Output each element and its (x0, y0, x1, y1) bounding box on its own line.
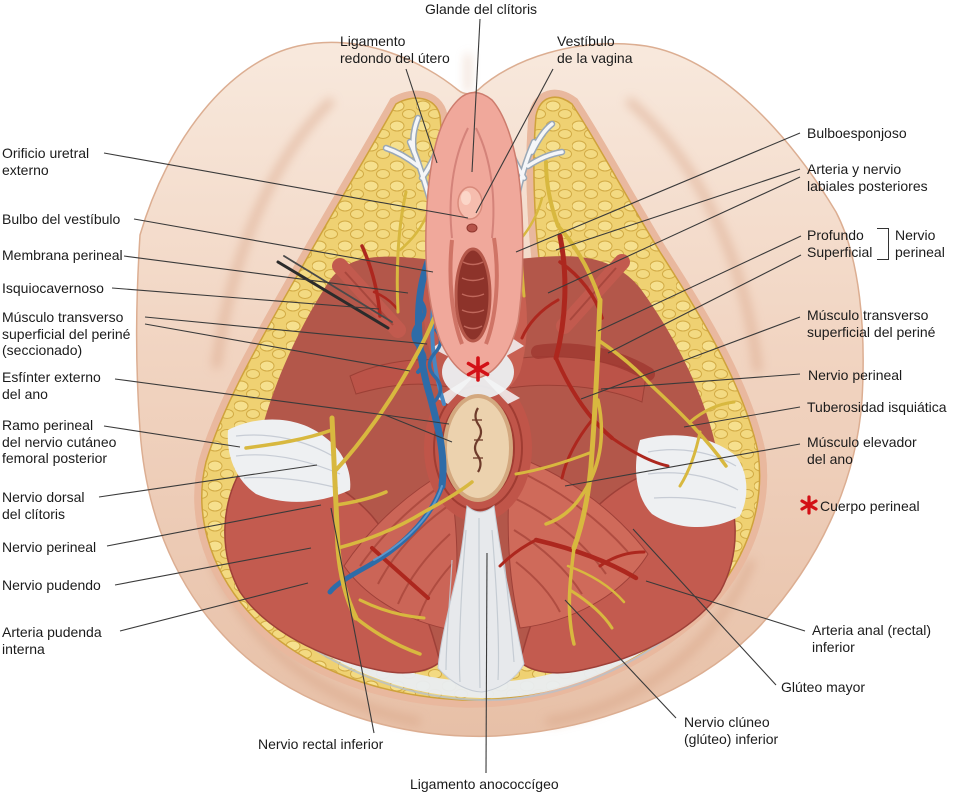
legend-cuerpo-perineal: Cuerpo perineal (820, 498, 920, 514)
leader-lines (98, 18, 806, 774)
leader-labiales-1 (555, 168, 801, 251)
leader-ramo-perineal (103, 425, 241, 448)
leader-elevador (564, 443, 801, 487)
leader-esfinter-externo (114, 378, 453, 443)
label-gluteo-mayor: Glúteo mayor (781, 679, 866, 695)
leader-nervio-cluneo (564, 599, 677, 719)
leader-bulbo-vestibulo (133, 218, 434, 273)
leader-superficial (607, 254, 802, 354)
label-orificio-uretral: Orificio uretral externo (2, 145, 90, 178)
label-profundo: Profundo (807, 227, 864, 243)
label-elevador-ano: Músculo elevador del ano (807, 434, 917, 467)
glans-clitoris (457, 186, 483, 220)
perineal-body-asterisk-marker (466, 356, 490, 382)
label-isquiocavernoso: Isquiocavernoso (2, 280, 104, 296)
label-vestibulo-vagina: Vestíbulo de la vagina (557, 33, 633, 66)
leader-transverso-seccionado-1 (144, 316, 428, 345)
leader-membrana-perineal (123, 255, 409, 294)
anococcygeal-ligament (437, 504, 525, 693)
anus (443, 394, 513, 502)
label-superficial: Superficial (807, 244, 873, 260)
fascia-patch-left (227, 419, 351, 502)
leader-arteria-anal (645, 580, 806, 632)
label-nervio-dorsal: Nervio dorsal del clítoris (2, 489, 85, 522)
probe-instrument (276, 255, 393, 330)
label-bulbo-vestibulo: Bulbo del vestíbulo (2, 211, 121, 227)
leader-glande (471, 18, 481, 173)
label-nervio-perineal-der: Nervio perineal (808, 367, 903, 383)
urethral-orifice (466, 223, 478, 233)
label-arteria-pudenda: Arteria pudenda interna (2, 624, 102, 657)
leader-nervio-perineal-der (600, 373, 801, 390)
leader-gluteo-mayor (632, 528, 777, 686)
leader-nervio-dorsal (98, 464, 318, 498)
leader-isquiocavernoso (111, 287, 380, 310)
label-bulboesponjoso: Bulboesponjoso (807, 125, 907, 141)
leader-tuberosidad (683, 406, 801, 428)
leader-nervio-perineal-izq (106, 504, 322, 547)
vaginal-opening (454, 247, 492, 343)
label-transverso-derecho: Músculo transverso superficial del perin… (807, 307, 936, 340)
leader-nervio-rectal (330, 507, 375, 734)
label-tuberosidad: Tuberosidad isquiática (807, 399, 947, 415)
leader-nervio-pudendo (114, 547, 312, 586)
label-ramo-perineal: Ramo perineal del nervio cutáneo femoral… (2, 417, 117, 466)
vulva (425, 91, 524, 379)
label-glande-clitoris: Glande del clítoris (425, 1, 538, 17)
leader-arteria-pudenda (119, 582, 309, 632)
label-membrana-perineal: Membrana perineal (2, 247, 123, 263)
label-nervio-perineal-izq: Nervio perineal (2, 539, 97, 555)
nervio-perineal-bracket-group: Profundo Superficial Nervio perineal (807, 227, 945, 261)
label-nervio-pudendo: Nervio pudendo (2, 577, 101, 593)
label-nervio-rectal: Nervio rectal inferior (258, 736, 384, 752)
label-transverso-seccionado: Músculo transverso superficial del perin… (2, 309, 131, 358)
leader-bulboesponjoso (515, 132, 801, 253)
bracket (877, 228, 889, 260)
label-nervio-perineal-bracket: Nervio perineal (895, 227, 945, 260)
label-ligamento-anococcigeo: Ligamento anococcígeo (410, 776, 559, 792)
gluteus-maximus-left (224, 460, 441, 674)
label-nervio-cluneo: Nervio clúneo (glúteo) inferior (684, 714, 779, 747)
leader-profundo (597, 235, 802, 332)
leader-transverso-derecho (580, 316, 801, 400)
label-ligamento-redondo: Ligamento redondo del útero (340, 33, 450, 66)
label-arteria-nervio-labiales: Arteria y nervio labiales posteriores (807, 161, 928, 194)
leader-labiales-2 (547, 176, 801, 294)
leader-transverso-seccionado-2 (144, 323, 411, 372)
label-esfinter-externo: Esfínter externo del ano (2, 369, 101, 402)
leader-orificio-uretral (103, 152, 469, 219)
label-arteria-anal: Arteria anal (rectal) inferior (812, 622, 932, 655)
leader-ligamento-anococcigeo (485, 552, 488, 774)
legend-asterisk-marker (800, 495, 818, 515)
leader-vestibulo (475, 68, 554, 214)
leader-ligamento-redondo (405, 68, 438, 164)
